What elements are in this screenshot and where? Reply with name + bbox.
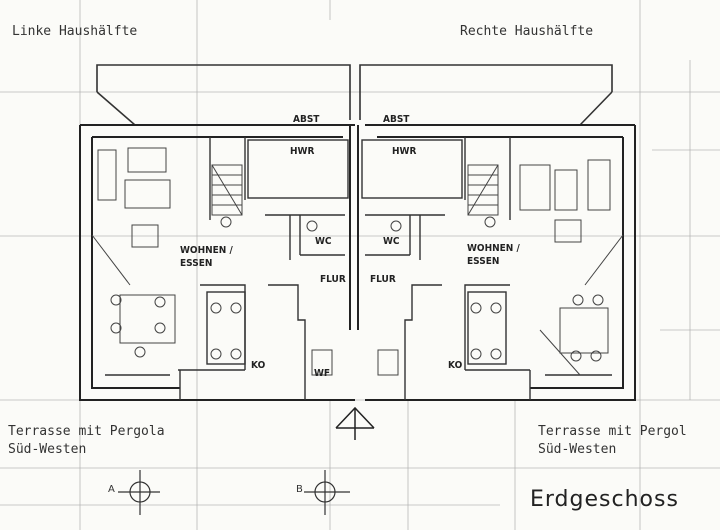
room-essen-right: ESSEN bbox=[467, 256, 500, 267]
room-ko-right: KO bbox=[448, 360, 463, 371]
room-wohnen-right: WOHNEN / bbox=[467, 243, 520, 254]
terrace-left-direction: Süd-Westen bbox=[8, 442, 87, 457]
room-flur-right: FLUR bbox=[370, 274, 396, 285]
left-half-label: Linke Haushälfte bbox=[12, 24, 138, 39]
terrace-right-direction: Süd-Westen bbox=[538, 442, 617, 457]
section-marker-a: A bbox=[108, 484, 115, 495]
room-abst-right: ABST bbox=[383, 114, 410, 125]
room-ko-left: KO bbox=[251, 360, 266, 371]
room-hwr-left: HWR bbox=[290, 146, 315, 157]
room-flur-left: FLUR bbox=[320, 274, 346, 285]
terrace-right-label: Terrasse mit Pergol bbox=[538, 424, 687, 439]
room-abst-left: ABST bbox=[293, 114, 320, 125]
right-half-label: Rechte Haushälfte bbox=[460, 24, 594, 39]
room-wc-right: WC bbox=[383, 236, 400, 247]
room-wc-left: WC bbox=[315, 236, 332, 247]
room-hwr-right: HWR bbox=[392, 146, 417, 157]
terrace-left-label: Terrasse mit Pergola bbox=[8, 424, 165, 439]
room-wf: WF bbox=[314, 368, 331, 379]
section-marker-b: B bbox=[296, 484, 303, 495]
room-wohnen-left: WOHNEN / bbox=[180, 245, 233, 256]
floor-title: Erdgeschoss bbox=[530, 487, 679, 512]
room-essen-left: ESSEN bbox=[180, 258, 213, 269]
